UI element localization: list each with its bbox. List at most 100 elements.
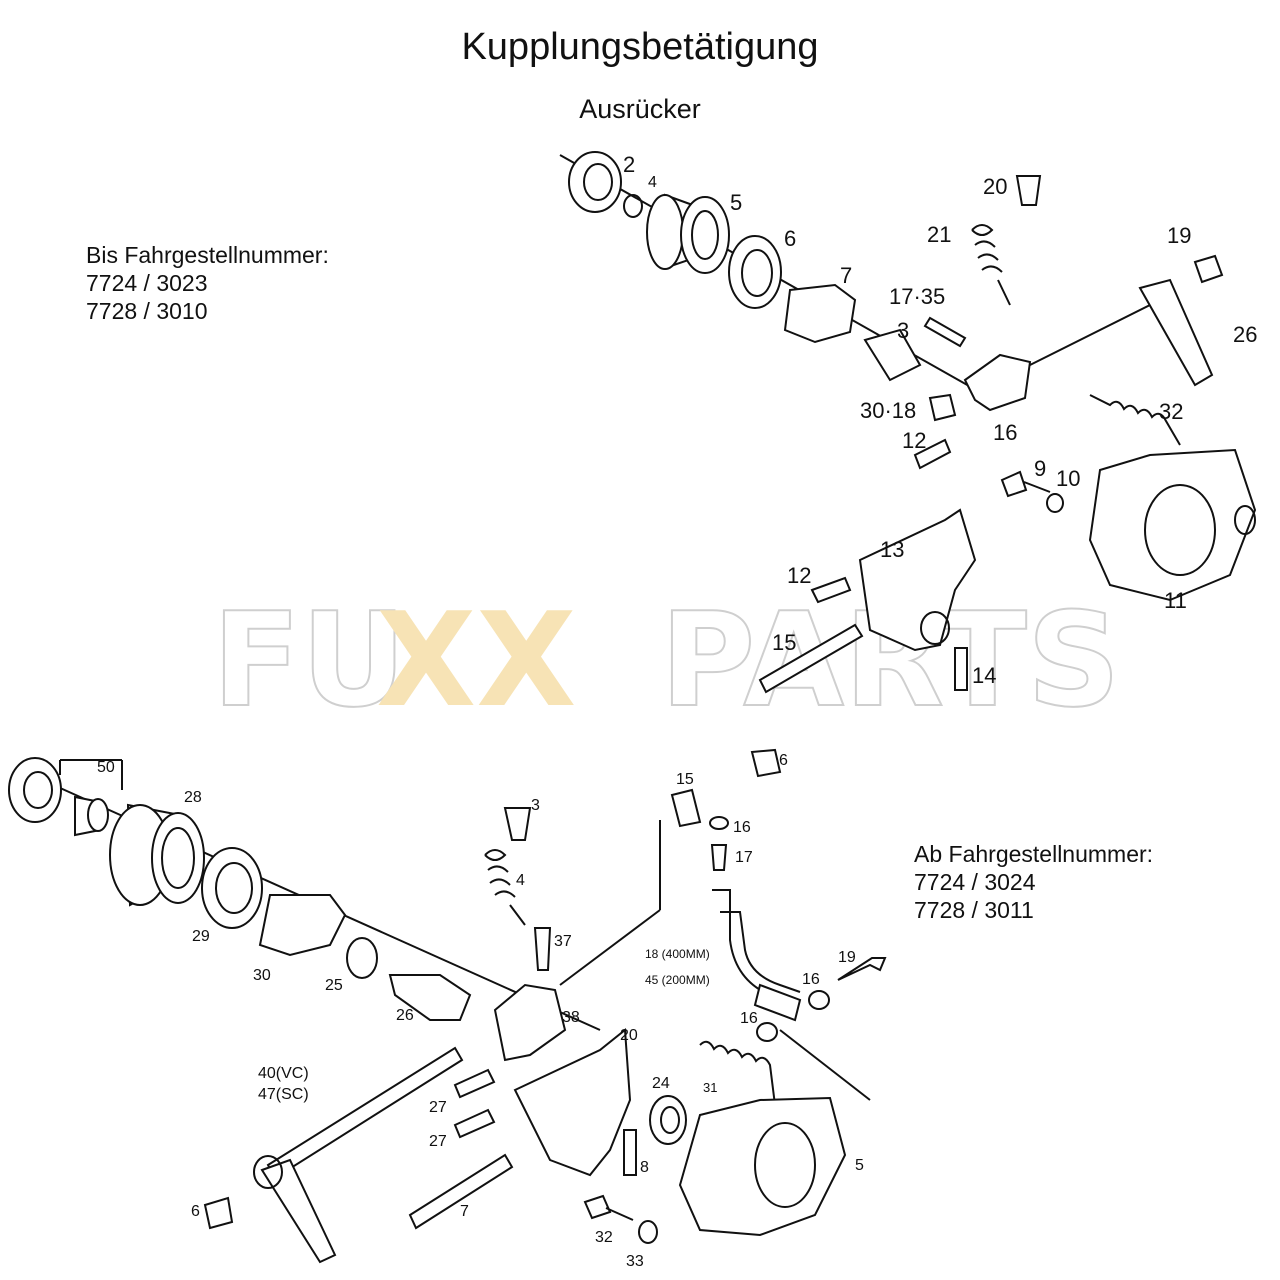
part-bushing-icon bbox=[74, 795, 109, 837]
part-release-sleeve-icon bbox=[783, 283, 857, 344]
serial-note-upper: Bis Fahrgestellnummer: 7724 / 3023 7728 … bbox=[86, 241, 329, 325]
part-release-sleeve-icon bbox=[258, 894, 347, 957]
leader-line bbox=[559, 909, 661, 986]
callout-label: 5 bbox=[730, 190, 742, 215]
serial-note-upper-line1: 7724 / 3023 bbox=[86, 270, 208, 296]
callout-label: 8 bbox=[640, 1159, 649, 1176]
part-shaft-icon bbox=[758, 623, 864, 694]
callout-label: 5 bbox=[855, 1157, 864, 1174]
callout-label: 16 bbox=[993, 420, 1017, 445]
callout-label: 6 bbox=[784, 226, 796, 251]
callout-label: 25 bbox=[325, 977, 343, 994]
part-pin-icon bbox=[453, 1068, 496, 1099]
part-washer-icon bbox=[638, 1220, 658, 1244]
callout-label: 20 bbox=[620, 1027, 638, 1044]
upper-shaft-line bbox=[1029, 299, 1161, 366]
callout-label: 33 bbox=[626, 1253, 644, 1270]
serial-note-upper-line2: 7728 / 3010 bbox=[86, 298, 208, 324]
callout-label: 31 bbox=[703, 1080, 717, 1095]
callout-label: 16 bbox=[733, 819, 751, 836]
callout-label: 13 bbox=[880, 537, 904, 562]
watermark-logo: FU XX PARTS bbox=[211, 583, 1122, 737]
part-pin-icon bbox=[503, 807, 532, 841]
callout-label: 16 bbox=[740, 1010, 758, 1027]
watermark-text-xx: XX bbox=[376, 584, 576, 736]
callout-label: 37 bbox=[554, 933, 572, 950]
part-circlip-icon bbox=[623, 194, 643, 218]
part-fork-icon bbox=[513, 1028, 632, 1177]
callout-label: 15 bbox=[772, 630, 796, 655]
callout-label: 4 bbox=[648, 174, 657, 191]
part-grease-nipple-icon bbox=[203, 1196, 234, 1230]
part-shaft-icon bbox=[408, 1153, 514, 1230]
serial-note-lower-line1: 7724 / 3024 bbox=[914, 869, 1036, 895]
callout-label: 38 bbox=[562, 1009, 580, 1026]
part-roll-pin-icon bbox=[923, 316, 967, 348]
callout-label: 28 bbox=[184, 789, 202, 806]
part-spring-icon bbox=[699, 1040, 776, 1106]
part-grease-nipple-icon bbox=[750, 748, 782, 778]
callout-label: 27 bbox=[429, 1133, 447, 1150]
callout-label: 40(VC) bbox=[258, 1065, 309, 1082]
part-clamp-icon bbox=[670, 788, 702, 828]
callout-label: 19 bbox=[838, 949, 856, 966]
callout-label: 29 bbox=[192, 928, 210, 945]
part-pin-icon bbox=[810, 576, 852, 604]
callout-label: 32 bbox=[1159, 399, 1183, 424]
part-bolt-icon bbox=[583, 1194, 634, 1221]
lower-assembly bbox=[8, 748, 887, 1264]
part-grease-nipple-icon bbox=[1193, 254, 1224, 284]
callout-label: 6 bbox=[191, 1203, 200, 1220]
part-roll-pin-icon bbox=[623, 1129, 637, 1176]
watermark-text-parts: PARTS bbox=[660, 584, 1121, 736]
callout-label: 12 bbox=[902, 428, 926, 453]
serial-note-upper-heading: Bis Fahrgestellnummer: bbox=[86, 242, 329, 268]
part-pin-icon bbox=[1015, 175, 1042, 206]
callout-label: 3 bbox=[897, 318, 909, 343]
part-fitting-icon bbox=[710, 844, 728, 871]
callout-label: 50 bbox=[97, 759, 115, 776]
callout-label: 3 bbox=[531, 797, 540, 814]
part-hose-icon bbox=[712, 889, 796, 1006]
part-pin-icon bbox=[453, 1108, 496, 1139]
part-spring-icon bbox=[484, 849, 526, 926]
part-seal-icon bbox=[649, 1095, 687, 1145]
callout-label: 9 bbox=[1034, 456, 1046, 481]
callout-label: 11 bbox=[1164, 588, 1187, 613]
upper-assembly bbox=[559, 151, 1257, 694]
callout-label: 20 bbox=[983, 174, 1007, 199]
part-lever-icon bbox=[260, 1158, 337, 1264]
part-washer-icon bbox=[756, 1022, 778, 1042]
callout-label: 26 bbox=[396, 1007, 414, 1024]
part-lever-hub-icon bbox=[253, 1155, 283, 1189]
part-washer-icon bbox=[1046, 493, 1064, 513]
watermark-text-fu: FU bbox=[212, 584, 406, 736]
part-hose-icon bbox=[720, 911, 801, 993]
callout-label: 18 (400MM) bbox=[645, 947, 710, 961]
callout-label: 24 bbox=[652, 1075, 670, 1092]
callout-label: 15 bbox=[676, 771, 694, 788]
part-grease-nipple-icon bbox=[533, 927, 552, 971]
part-release-fork-icon bbox=[963, 353, 1032, 412]
callout-label: 10 bbox=[1056, 466, 1080, 491]
part-washer-icon bbox=[709, 816, 729, 830]
part-pin-icon bbox=[913, 438, 952, 470]
part-washer-icon bbox=[808, 990, 830, 1010]
callout-label: 6 bbox=[779, 752, 788, 769]
lower-callouts: 50 28 29 30 25 26 3 4 37 15 6 16 17 18 (… bbox=[97, 752, 864, 1270]
part-hose-fitting-icon bbox=[753, 983, 802, 1022]
callout-label: 32 bbox=[595, 1229, 613, 1246]
page-subtitle: Ausrücker bbox=[579, 94, 701, 124]
callout-label: 30 bbox=[253, 967, 271, 984]
callout-label: 7 bbox=[840, 263, 852, 288]
callout-label: 16 bbox=[802, 971, 820, 988]
part-nut-icon bbox=[928, 393, 957, 422]
part-spring-icon bbox=[971, 224, 1011, 306]
callout-label: 2 bbox=[623, 152, 635, 177]
part-circlip-icon bbox=[346, 937, 378, 979]
callout-label: 17 bbox=[735, 849, 753, 866]
part-sleeve-icon bbox=[388, 974, 472, 1021]
callout-label: 21 bbox=[927, 222, 951, 247]
callout-label: 7 bbox=[460, 1203, 469, 1220]
